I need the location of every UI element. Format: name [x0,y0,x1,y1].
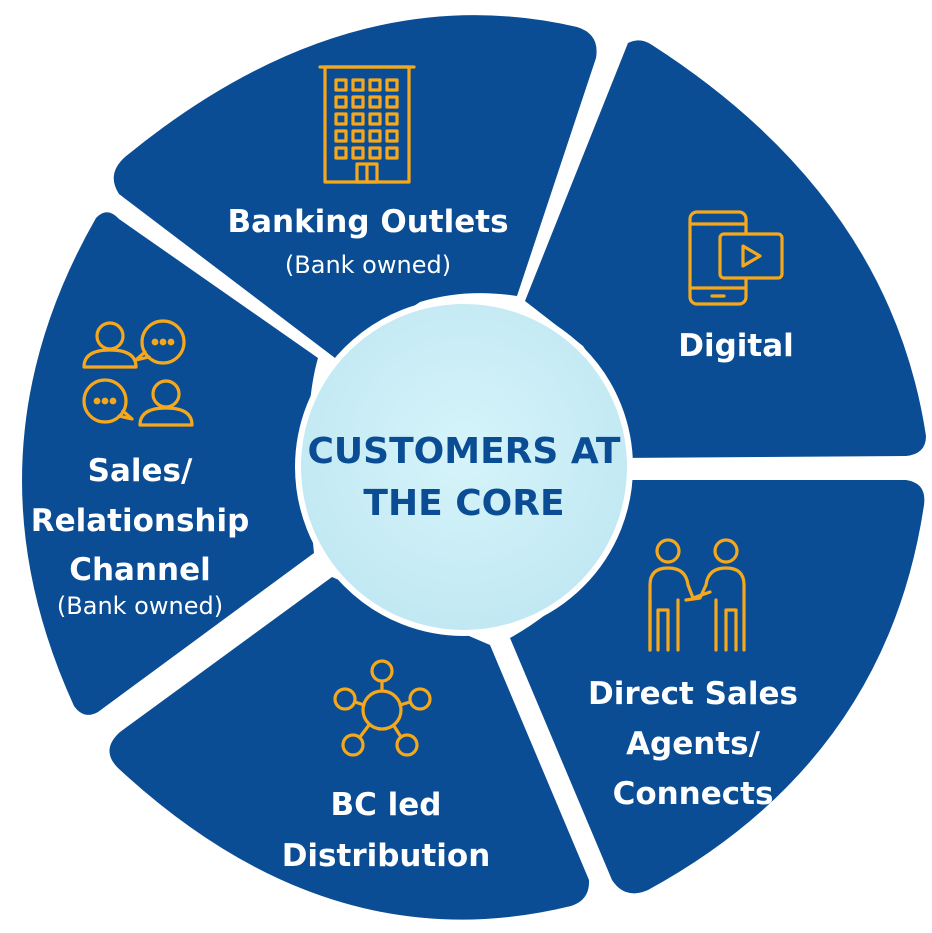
mobile-video-icon [688,210,784,306]
conversation-icon [82,319,194,427]
sales-line-1: Sales/ [88,453,193,489]
sales-line-2: Relationship [31,503,250,539]
bc-distribution-line-1: BC led [330,787,441,823]
banking-outlets-subtitle: (Bank owned) [285,251,451,279]
segment-banking-outlets [113,15,597,358]
building-icon [318,65,416,184]
segment-direct-sales [510,480,925,894]
handshake-icon [648,538,746,652]
bc-distribution-line-2: Distribution [282,838,491,874]
network-hub-icon [333,659,432,757]
direct-sales-line-2: Agents/ [626,726,761,762]
core-line-1: CUSTOMERS AT [308,431,621,472]
sales-line-3: Channel [69,552,211,588]
digital-title: Digital [678,328,794,364]
segment-bc-distribution [109,577,590,920]
direct-sales-line-1: Direct Sales [588,676,798,712]
sales-subtitle: (Bank owned) [57,592,223,620]
core-circle [295,298,633,636]
core-line-2: THE CORE [363,483,564,524]
direct-sales-line-3: Connects [613,776,774,812]
banking-outlets-title: Banking Outlets [227,204,508,240]
